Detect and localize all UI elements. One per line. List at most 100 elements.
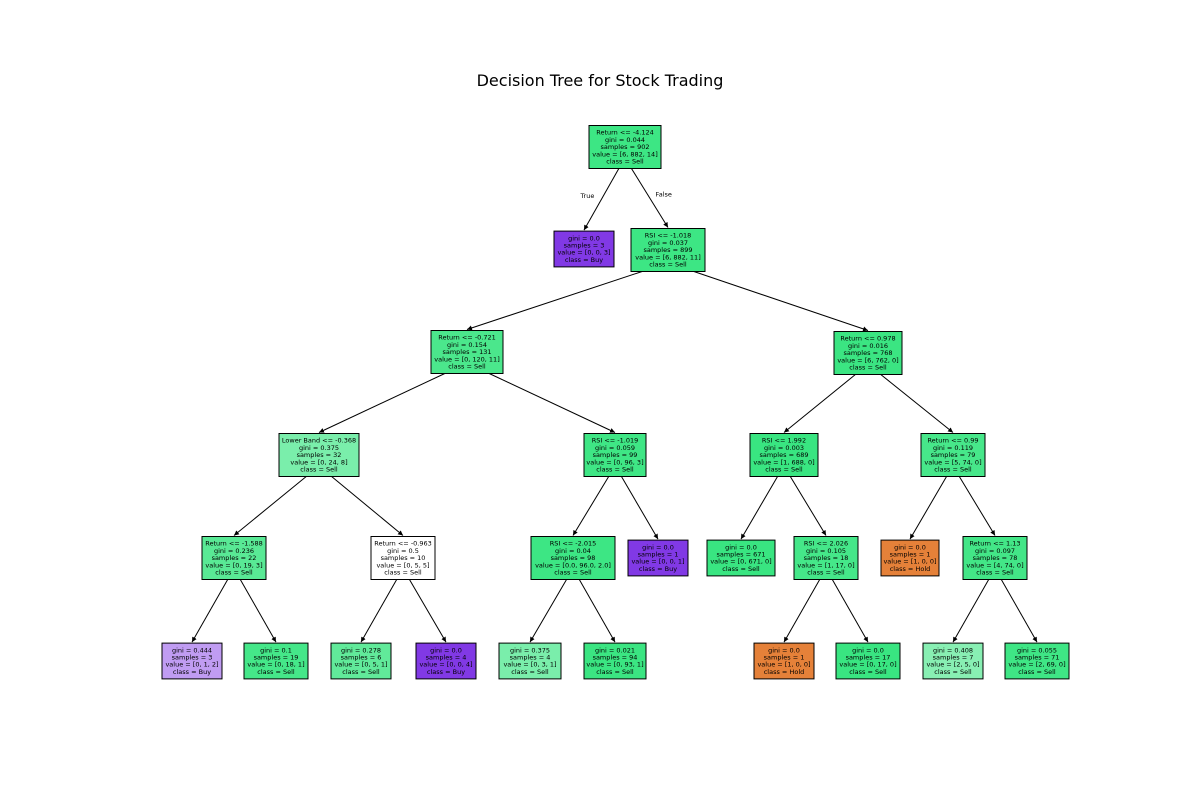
node-line: value = [1, 17, 0] xyxy=(797,561,854,569)
node-line: samples = 19 xyxy=(254,654,299,662)
node-line: value = [0, 3, 1] xyxy=(503,661,556,669)
node-line: Return <= 0.99 xyxy=(927,437,978,445)
node-line: samples = 4 xyxy=(426,654,467,662)
node-line: samples = 1 xyxy=(764,654,805,662)
node-box xyxy=(201,536,267,580)
node-line: gini = 0.021 xyxy=(595,646,635,654)
node-line: RSI <= -1.019 xyxy=(592,437,639,445)
node-line: class = Sell xyxy=(448,363,486,371)
node-line: samples = 7 xyxy=(933,654,974,662)
edge-n6-n11 xyxy=(572,476,610,536)
node-line: gini = 0.055 xyxy=(1017,646,1057,654)
node-line: value = [0, 120, 11] xyxy=(434,355,499,363)
node-line: RSI <= -1.018 xyxy=(645,232,692,240)
node-line: samples = 10 xyxy=(381,554,426,562)
node-line: samples = 32 xyxy=(297,451,342,459)
node-line: samples = 1 xyxy=(638,551,679,559)
node-line: class = Buy xyxy=(173,668,211,676)
node-line: samples = 79 xyxy=(931,451,976,459)
node-box xyxy=(880,539,940,577)
node-line: value = [0, 24, 8] xyxy=(290,458,347,466)
node-line: gini = 0.105 xyxy=(806,547,846,555)
node-box xyxy=(920,433,986,477)
node-line: class = Sell xyxy=(257,668,295,676)
node-line: samples = 99 xyxy=(593,451,638,459)
node-line: gini = 0.0 xyxy=(430,646,462,654)
node-line: value = [0, 96, 3] xyxy=(586,458,643,466)
node-box xyxy=(161,642,223,680)
node-line: class = Sell xyxy=(606,158,644,166)
node-box xyxy=(278,433,360,477)
node-line: samples = 22 xyxy=(212,554,257,562)
edge-n2-n4 xyxy=(693,271,869,332)
node-line: class = Sell xyxy=(1018,668,1056,676)
node-line: value = [0, 93, 1] xyxy=(586,661,643,669)
node-line: gini = 0.408 xyxy=(933,646,973,654)
edge-label-true: True xyxy=(580,192,595,200)
edge-n2-n3 xyxy=(466,271,643,331)
node-line: class = Sell xyxy=(596,466,634,474)
node-line: Return <= -4.124 xyxy=(596,129,654,137)
node-line: value = [0, 5, 1] xyxy=(334,661,387,669)
node-box xyxy=(553,230,615,268)
node-line: class = Sell xyxy=(722,565,760,573)
node-line: class = Sell xyxy=(849,364,887,372)
node-line: gini = 0.003 xyxy=(764,444,804,452)
node-line: gini = 0.119 xyxy=(933,444,973,452)
node-line: value = [6, 762, 0] xyxy=(837,356,898,364)
node-line: samples = 899 xyxy=(643,246,692,254)
edge-n6-n12 xyxy=(621,476,659,540)
node-box xyxy=(588,125,662,169)
node-box xyxy=(793,536,859,580)
edge-label-false: False xyxy=(656,191,672,199)
node-line: samples = 3 xyxy=(564,242,605,250)
node-box xyxy=(430,330,504,374)
node-line: RSI <= 2.026 xyxy=(804,540,848,548)
node-line: class = Sell xyxy=(765,466,803,474)
node-box xyxy=(627,539,689,577)
node-line: value = [1, 688, 0] xyxy=(753,458,814,466)
node-line: value = [0, 1, 2] xyxy=(165,661,218,669)
node-line: class = Sell xyxy=(511,668,549,676)
node-line: Lower Band <= -0.368 xyxy=(282,437,356,445)
node-line: gini = 0.037 xyxy=(648,239,688,247)
node-line: value = [0, 18, 1] xyxy=(247,661,304,669)
node-line: gini = 0.5 xyxy=(387,547,419,555)
node-line: gini = 0.444 xyxy=(172,646,212,654)
node-line: class = Buy xyxy=(427,668,465,676)
node-line: gini = 0.097 xyxy=(975,547,1015,555)
node-box xyxy=(962,536,1028,580)
node-line: class = Sell xyxy=(300,466,338,474)
node-line: gini = 0.375 xyxy=(299,444,339,452)
edge-n8-n15 xyxy=(909,476,947,540)
node-line: class = Sell xyxy=(934,466,972,474)
node-line: gini = 0.059 xyxy=(595,444,635,452)
node-line: value = [0, 0, 1] xyxy=(631,558,684,566)
node-line: class = Sell xyxy=(849,668,887,676)
node-box xyxy=(1004,642,1070,680)
node-box xyxy=(415,642,477,680)
edge-n4-n8 xyxy=(880,374,954,433)
node-line: Return <= -0.721 xyxy=(438,334,496,342)
node-line: class = Sell xyxy=(215,569,253,577)
node-box xyxy=(530,536,616,580)
node-line: class = Sell xyxy=(934,668,972,676)
node-line: samples = 71 xyxy=(1015,654,1060,662)
node-line: value = [0, 0, 4] xyxy=(419,661,472,669)
